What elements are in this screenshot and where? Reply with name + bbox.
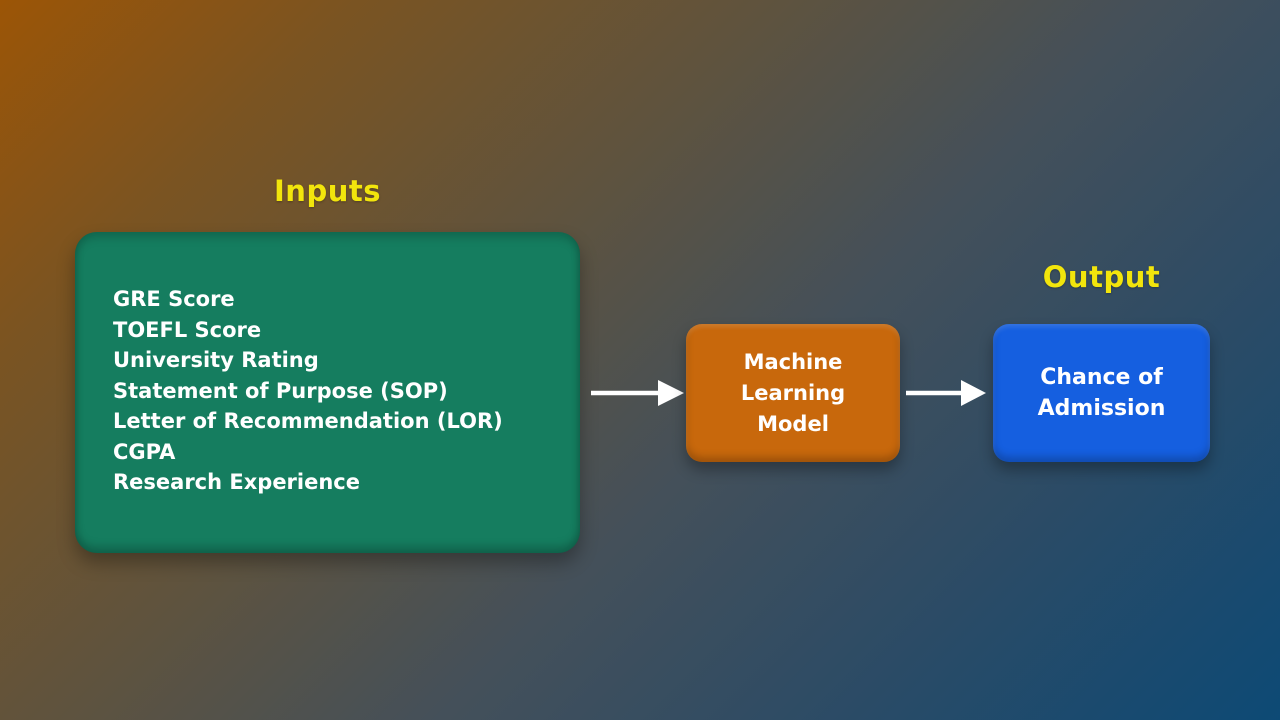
input-feature-university-rating: University Rating bbox=[113, 348, 319, 372]
machine-learning-model-node: Machine Learning Model bbox=[686, 324, 900, 462]
arrow-inputs-to-model-icon bbox=[590, 378, 685, 408]
arrow-model-to-output-icon bbox=[905, 378, 987, 408]
input-feature-lor: Letter of Recommendation (LOR) bbox=[113, 409, 503, 433]
input-feature-research: Research Experience bbox=[113, 470, 360, 494]
input-feature-sop: Statement of Purpose (SOP) bbox=[113, 378, 448, 403]
inputs-node: GRE Score TOEFL Score University Rating … bbox=[75, 232, 580, 553]
inputs-feature-list: GRE Score TOEFL Score University Rating … bbox=[113, 284, 560, 498]
inputs-section-label: Inputs bbox=[274, 174, 381, 208]
output-section-label: Output bbox=[1042, 260, 1161, 294]
input-feature-gre: GRE Score bbox=[113, 287, 235, 311]
input-feature-toefl: TOEFL Score bbox=[113, 317, 262, 342]
input-feature-cgpa: CGPA bbox=[113, 439, 176, 464]
chance-of-admission-node: Chance of Admission bbox=[993, 324, 1210, 462]
